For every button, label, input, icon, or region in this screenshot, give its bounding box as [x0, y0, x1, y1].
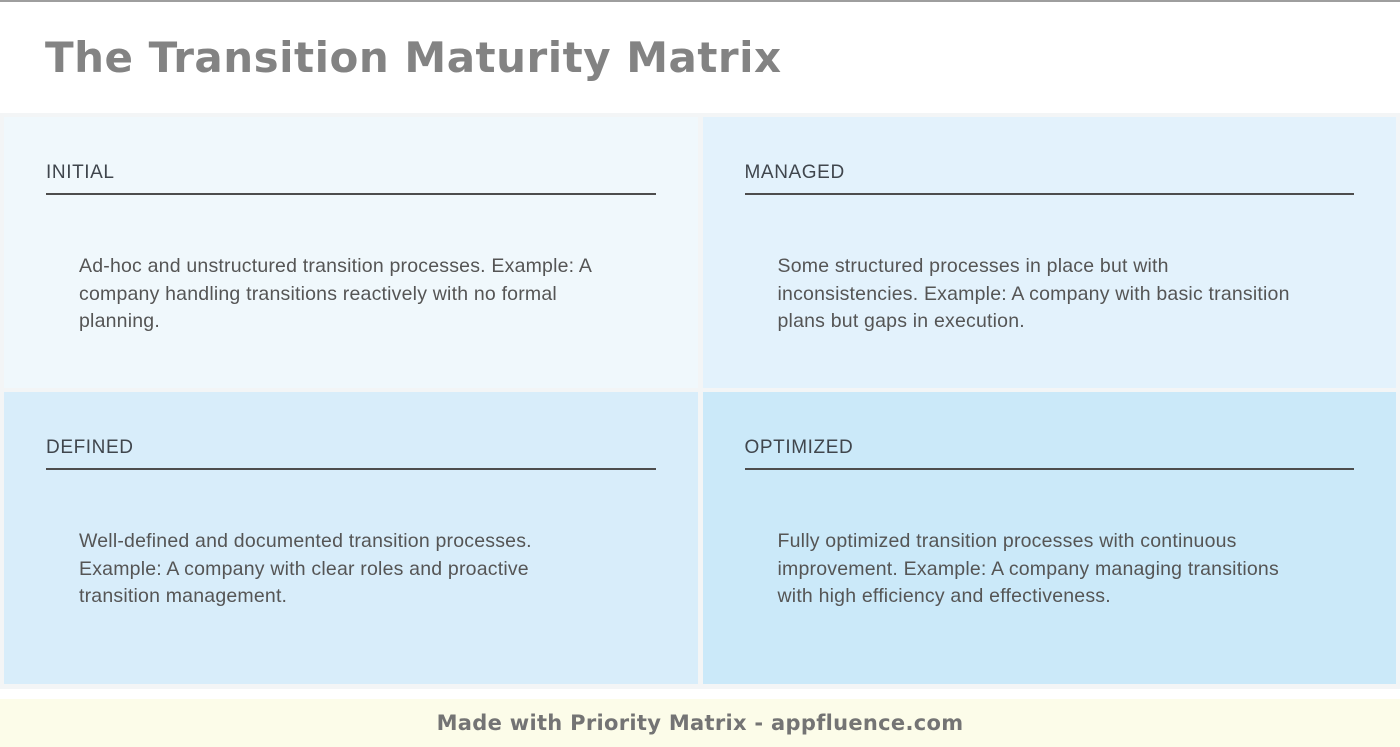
- quadrant-defined: DEFINED Well-defined and documented tran…: [4, 392, 698, 684]
- quadrant-managed: MANAGED Some structured processes in pla…: [702, 117, 1396, 388]
- quadrant-initial: INITIAL Ad-hoc and unstructured transiti…: [4, 117, 698, 388]
- quadrant-managed-underline: [744, 193, 1354, 195]
- quadrant-grid: INITIAL Ad-hoc and unstructured transiti…: [0, 113, 1400, 689]
- page-footer: Made with Priority Matrix - appfluence.c…: [0, 699, 1400, 747]
- quadrant-optimized-label: OPTIMIZED: [744, 437, 854, 458]
- quadrant-optimized-underline: [744, 468, 1354, 470]
- quadrant-initial-description: Ad-hoc and unstructured transition proce…: [79, 255, 591, 332]
- quadrant-initial-label: INITIAL: [46, 162, 115, 183]
- quadrant-optimized-description: Fully optimized transition processes wit…: [777, 530, 1279, 607]
- page-title: The Transition Maturity Matrix: [45, 33, 782, 82]
- quadrant-defined-description: Well-defined and documented transition p…: [79, 530, 532, 607]
- page-header: The Transition Maturity Matrix: [0, 2, 1400, 113]
- quadrant-managed-description: Some structured processes in place but w…: [777, 255, 1290, 332]
- quadrant-managed-label: MANAGED: [744, 162, 845, 183]
- footer-gap-strip: [0, 689, 1400, 699]
- quadrant-initial-underline: [46, 193, 656, 195]
- quadrant-defined-underline: [46, 468, 656, 470]
- quadrant-defined-label: DEFINED: [46, 437, 134, 458]
- top-border-line: [0, 0, 1400, 2]
- attribution-text: Made with Priority Matrix - appfluence.c…: [436, 711, 964, 735]
- quadrant-optimized: OPTIMIZED Fully optimized transition pro…: [702, 392, 1396, 684]
